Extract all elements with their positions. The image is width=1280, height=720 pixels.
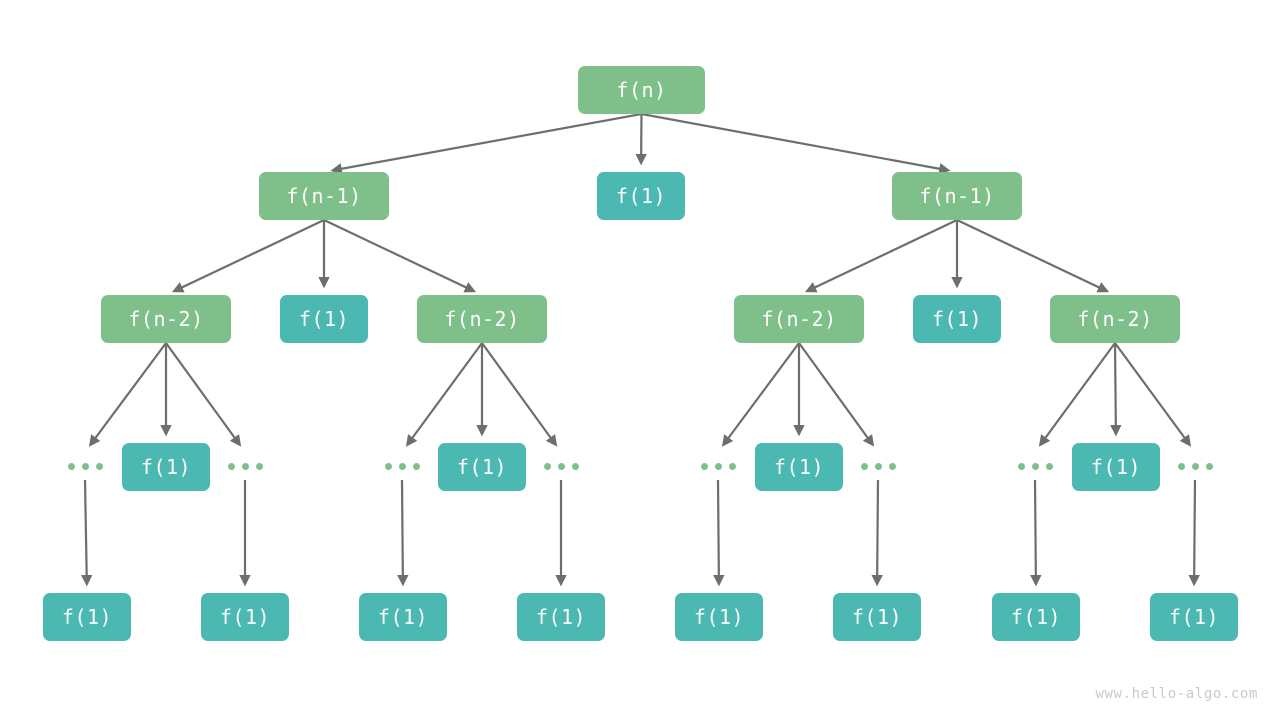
tree-node-fnminus2: f(n-2) (734, 295, 864, 343)
ellipsis-dot (1191, 462, 1199, 470)
tree-node-f1: f(1) (992, 593, 1080, 641)
ellipsis-dot (1205, 462, 1213, 470)
ellipsis-dot (81, 462, 89, 470)
tree-node-f1: f(1) (280, 295, 368, 343)
ellipsis-marker (857, 452, 899, 480)
ellipsis-dot (255, 462, 263, 470)
ellipsis-dot (241, 462, 249, 470)
tree-edge (641, 112, 951, 175)
tree-edge (804, 219, 958, 293)
tree-node-f1: f(1) (1150, 593, 1238, 641)
tree-edge (330, 112, 642, 175)
tree-node-f1: f(1) (122, 443, 210, 491)
ellipsis-marker (381, 452, 423, 480)
ellipsis-dot (412, 462, 420, 470)
tree-node-fnminus1: f(n-1) (892, 172, 1022, 220)
ellipsis-marker (1014, 452, 1056, 480)
tree-edge (713, 479, 725, 587)
ellipsis-dot (728, 462, 736, 470)
tree-node-fnminus2: f(n-2) (417, 295, 547, 343)
ellipsis-dot (1177, 462, 1185, 470)
tree-edge (80, 479, 93, 587)
ellipsis-marker (1174, 452, 1216, 480)
tree-edge (323, 219, 477, 293)
ellipsis-dot (557, 462, 565, 470)
tree-edge (171, 219, 325, 293)
ellipsis-dot (67, 462, 75, 470)
tree-edge (165, 342, 242, 447)
tree-edge (405, 342, 483, 447)
tree-edge (1030, 479, 1042, 587)
ellipsis-dot (700, 462, 708, 470)
tree-edge (1188, 479, 1200, 587)
tree-edge (481, 342, 558, 447)
tree-edge (1110, 342, 1122, 437)
ellipsis-marker (697, 452, 739, 480)
tree-edge (956, 219, 1110, 293)
tree-node-f1: f(1) (755, 443, 843, 491)
ellipsis-dot (95, 462, 103, 470)
ellipsis-marker (64, 452, 106, 480)
tree-node-f1: f(1) (201, 593, 289, 641)
tree-node-fn: f(n) (578, 66, 705, 114)
tree-edge (721, 342, 800, 447)
tree-node-f1: f(1) (675, 593, 763, 641)
tree-node-f1: f(1) (833, 593, 921, 641)
tree-edge (397, 479, 409, 587)
tree-node-fnminus1: f(n-1) (259, 172, 389, 220)
ellipsis-dot (398, 462, 406, 470)
tree-edge (798, 342, 875, 447)
tree-edge (88, 342, 167, 447)
ellipsis-dot (860, 462, 868, 470)
tree-node-f1: f(1) (1072, 443, 1160, 491)
tree-node-f1: f(1) (597, 172, 685, 220)
ellipsis-dot (227, 462, 235, 470)
tree-node-f1: f(1) (359, 593, 447, 641)
tree-node-fnminus2: f(n-2) (1050, 295, 1180, 343)
tree-edge (871, 479, 883, 587)
ellipsis-dot (874, 462, 882, 470)
ellipsis-dot (1045, 462, 1053, 470)
ellipsis-dot (714, 462, 722, 470)
tree-edge (1038, 342, 1116, 447)
tree-node-fnminus2: f(n-2) (101, 295, 231, 343)
ellipsis-dot (543, 462, 551, 470)
ellipsis-marker (540, 452, 582, 480)
ellipsis-marker (224, 452, 266, 480)
tree-node-f1: f(1) (438, 443, 526, 491)
tree-node-f1: f(1) (517, 593, 605, 641)
ellipsis-dot (571, 462, 579, 470)
ellipsis-dot (384, 462, 392, 470)
tree-node-f1: f(1) (913, 295, 1001, 343)
tree-node-f1: f(1) (43, 593, 131, 641)
ellipsis-dot (1031, 462, 1039, 470)
tree-edge (1114, 342, 1192, 447)
ellipsis-dot (888, 462, 896, 470)
ellipsis-dot (1017, 462, 1025, 470)
watermark: www.hello-algo.com (1095, 686, 1258, 702)
